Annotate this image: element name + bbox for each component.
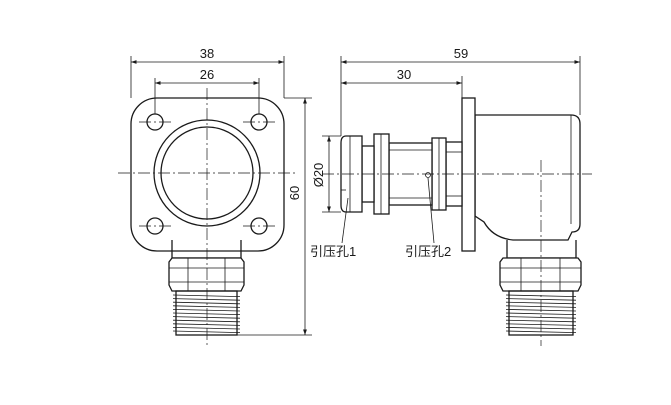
side-elbow-body (474, 114, 581, 241)
dim-60-label: 60 (287, 186, 302, 200)
thread-ridge (172, 305, 241, 308)
dim-38-label: 38 (200, 46, 214, 61)
thread-ridge (172, 323, 241, 326)
side-flange (461, 97, 476, 252)
thread-ridge (172, 301, 241, 305)
side-hex (499, 257, 582, 292)
dim-59-label: 59 (454, 46, 468, 61)
dim-d20-label: Ø20 (311, 163, 326, 188)
thread-ridge (505, 316, 577, 319)
thread-ridge (505, 298, 577, 301)
thread-ridge (172, 330, 241, 333)
side-bottom-neck (506, 240, 577, 259)
crimp-hole-1-leader (341, 197, 349, 244)
crimp-hole-2-leader (427, 177, 435, 244)
dim-26-label: 26 (200, 67, 214, 82)
thread-ridge (172, 316, 241, 319)
front-flange (130, 97, 285, 252)
thread-ridge (172, 309, 241, 312)
thread-ridge (172, 327, 241, 330)
front-hex (168, 257, 245, 292)
side-view: 59 30 Ø20 引压孔1 引压孔2 (310, 46, 592, 346)
thread-ridge (172, 312, 241, 315)
crimp-hole-2-mark (425, 172, 431, 178)
front-neck (171, 240, 242, 259)
crimp-hole-2-label: 引压孔2 (405, 244, 451, 259)
dim-30-label: 30 (397, 67, 411, 82)
front-view: 38 26 60 (118, 46, 312, 346)
thread-ridge (172, 294, 241, 297)
crimp-hole-1-label: 引压孔1 (310, 244, 356, 259)
thread-ridge (172, 319, 241, 323)
front-thread (172, 290, 241, 336)
thread-ridge (172, 298, 241, 301)
thread-ridge (505, 312, 577, 315)
